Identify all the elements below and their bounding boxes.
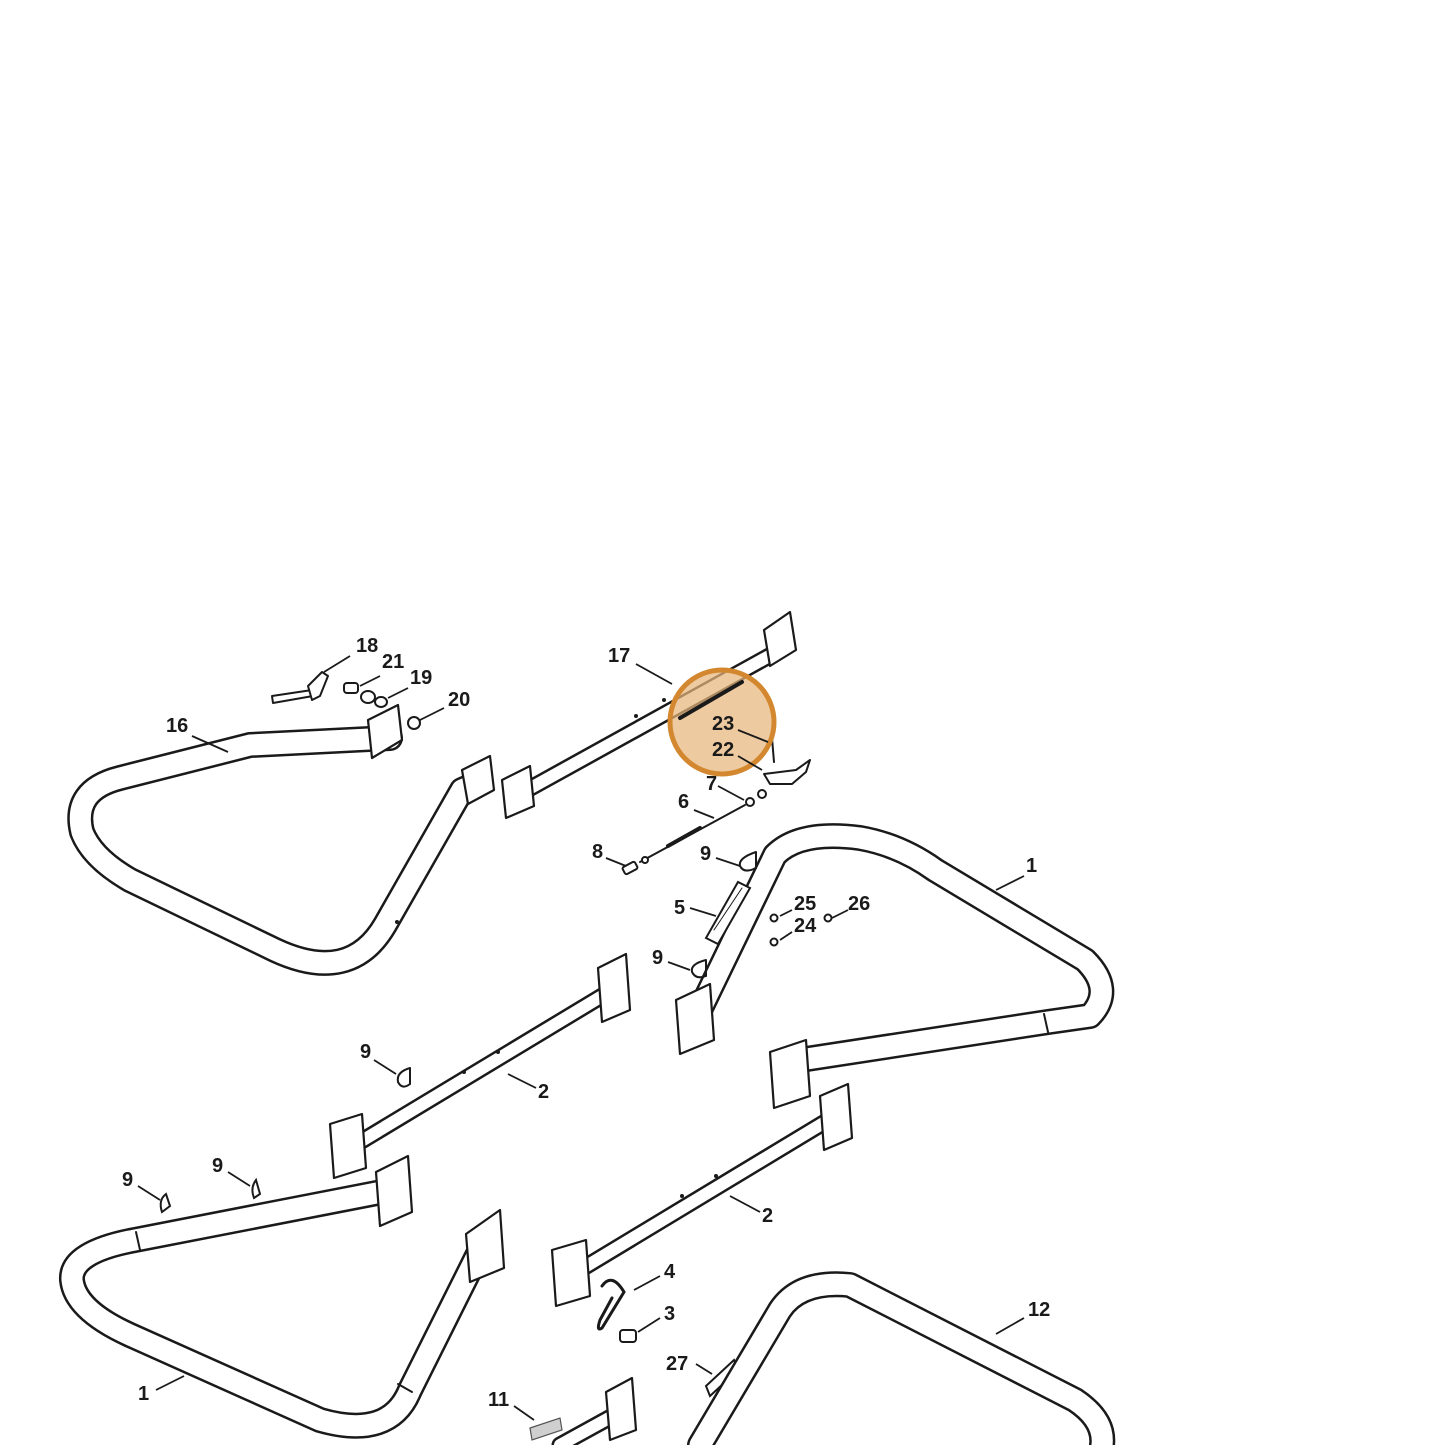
callout-9-e: 9 [212, 1155, 223, 1177]
callout-5: 5 [674, 897, 685, 919]
part-16-frame[interactable] [67, 703, 496, 976]
part-2-crossbar-upper[interactable] [328, 952, 632, 1180]
part-9-clip-e[interactable] [251, 1177, 262, 1200]
part-3-bolt[interactable] [619, 1329, 637, 1343]
callout-26: 26 [848, 893, 870, 915]
callout-11: 11 [488, 1389, 509, 1411]
callout-16: 16 [166, 715, 188, 737]
callout-9-c: 9 [360, 1041, 371, 1063]
part-12-frame[interactable] [687, 1271, 1116, 1445]
part-4-clamp[interactable] [596, 1278, 626, 1331]
callout-18: 18 [356, 635, 378, 657]
callout-27: 27 [666, 1353, 688, 1375]
callout-23: 23 [712, 713, 734, 735]
callout-22: 22 [712, 739, 734, 761]
part-2-crossbar-lower[interactable] [550, 1082, 854, 1308]
part-24-nut[interactable] [769, 937, 779, 947]
callout-1-b: 1 [138, 1383, 149, 1405]
bottom-crossbar-stub [551, 1376, 638, 1445]
part-26-nut[interactable] [823, 913, 833, 923]
callout-9-b: 9 [652, 947, 663, 969]
part-5-label[interactable] [704, 880, 752, 946]
callout-4: 4 [664, 1261, 676, 1283]
part-19-washer[interactable] [360, 690, 388, 708]
callout-7: 7 [706, 773, 717, 795]
part-1-upper-frame[interactable] [674, 823, 1115, 1110]
part-22-latch[interactable] [763, 759, 811, 785]
callout-6: 6 [678, 791, 689, 813]
callout-9-a: 9 [700, 843, 711, 865]
callout-19: 19 [410, 667, 432, 689]
callout-2-a: 2 [538, 1081, 549, 1103]
callout-17: 17 [608, 645, 630, 667]
part-1-lower-frame[interactable] [59, 1154, 506, 1439]
part-11-pad[interactable] [529, 1417, 563, 1441]
part-7-cable-end[interactable] [745, 789, 767, 807]
callout-2-b: 2 [762, 1205, 773, 1227]
part-25-nut[interactable] [769, 913, 779, 923]
callout-8: 8 [592, 841, 603, 863]
callout-24: 24 [794, 915, 817, 937]
part-9-clip-b[interactable] [690, 959, 707, 979]
part-6-cable[interactable] [639, 804, 746, 863]
callout-25: 25 [794, 893, 816, 915]
highlight-circle [667, 667, 777, 777]
callout-20: 20 [448, 689, 470, 711]
callout-12: 12 [1028, 1299, 1050, 1321]
callout-1-a: 1 [1026, 855, 1037, 877]
part-21-screw[interactable] [343, 682, 359, 694]
leader-lines [137, 655, 1025, 1421]
part-9-clip-c[interactable] [396, 1067, 411, 1088]
callout-21: 21 [382, 651, 404, 673]
part-9-clip-d[interactable] [159, 1192, 172, 1214]
callout-3: 3 [664, 1303, 675, 1325]
callout-numbers: 18 21 19 20 16 17 23 22 7 6 8 9 1 25 26 … [122, 635, 1050, 1411]
part-18-wing-bolt[interactable] [271, 671, 329, 704]
part-20-nut[interactable] [407, 716, 421, 730]
part-9-clip-a[interactable] [738, 851, 757, 872]
callout-9-d: 9 [122, 1169, 133, 1191]
part-8-spring[interactable] [621, 856, 649, 876]
